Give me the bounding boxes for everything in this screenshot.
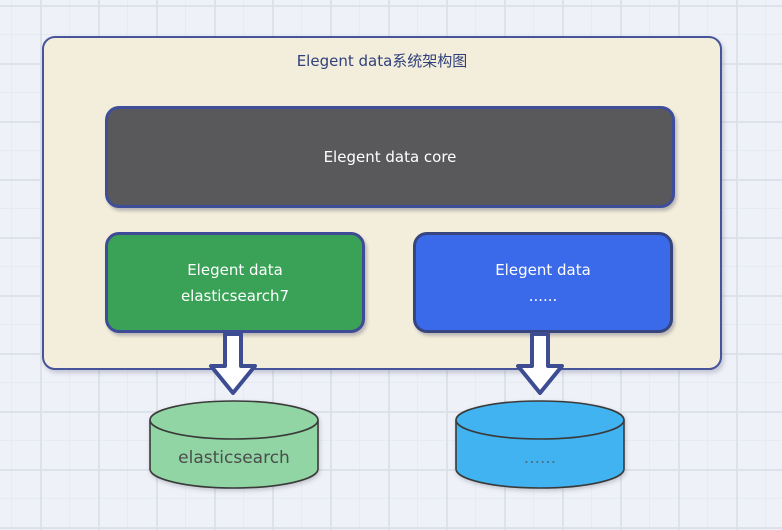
core-box: Elegent data core bbox=[105, 106, 675, 208]
elasticsearch7-box-label-line2: elasticsearch7 bbox=[180, 286, 290, 305]
other-module-box: Elegent data ...... bbox=[413, 232, 673, 333]
down-arrow-icon bbox=[516, 332, 564, 395]
elasticsearch7-box-label-line1: Elegent data bbox=[187, 260, 283, 279]
elasticsearch7-box: Elegent data elasticsearch7 bbox=[105, 232, 365, 333]
diagram-title: Elegent data系统架构图 bbox=[296, 52, 468, 70]
other-cylinder-label: ...... bbox=[523, 448, 557, 468]
down-arrow-icon bbox=[209, 332, 257, 395]
elasticsearch-cylinder-label: elasticsearch bbox=[178, 448, 290, 468]
elasticsearch-database-cylinder bbox=[149, 400, 319, 489]
core-box-label: Elegent data core bbox=[323, 148, 457, 166]
other-module-box-label-line1: Elegent data bbox=[495, 260, 591, 279]
architecture-container: Elegent data系统架构图 Elegent data core Eleg… bbox=[42, 36, 722, 370]
other-module-box-label-line2: ...... bbox=[528, 286, 558, 305]
other-database-cylinder bbox=[455, 400, 625, 489]
